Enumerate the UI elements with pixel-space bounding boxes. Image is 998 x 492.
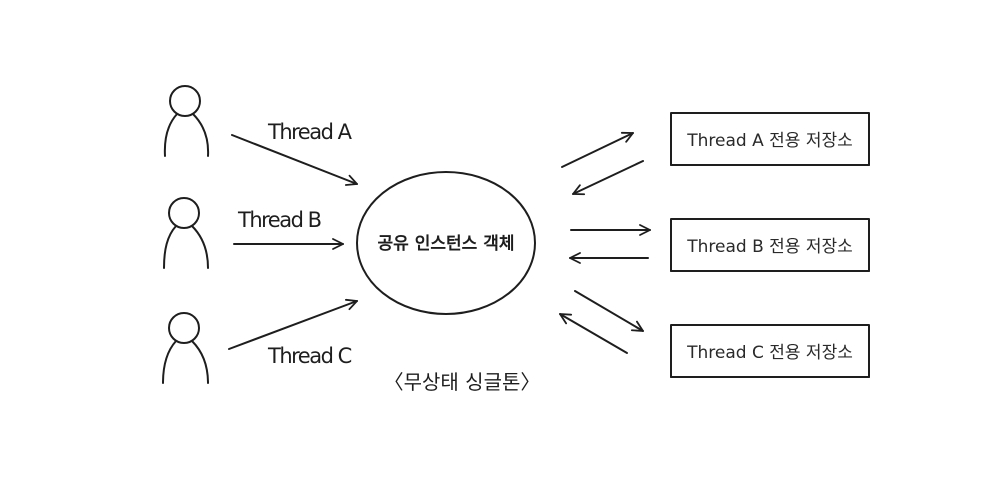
- storage-b-label: Thread B 전용 저장소: [686, 237, 853, 257]
- arrow-thread-a-to-instance: [231, 134, 358, 186]
- shared-instance-ellipse: [356, 171, 536, 315]
- user-icon-thread-b: [163, 197, 209, 269]
- arrow-storage-c-to-instance: [559, 313, 628, 354]
- user-icon-thread-a: [163, 85, 210, 157]
- diagram-caption: 〈무상태 싱글톤〉: [384, 370, 541, 394]
- arrow-storage-a-to-instance: [572, 160, 644, 196]
- user-icon-thread-c: [162, 312, 209, 384]
- storage-a-label: Thread A 전용 저장소: [686, 131, 852, 151]
- arrow-instance-to-storage-c: [574, 290, 644, 332]
- storage-box-thread-c: Thread C 전용 저장소: [670, 324, 870, 378]
- shared-instance-label: 공유 인스턴스 객체: [378, 234, 515, 254]
- arrow-thread-c-to-instance: [228, 298, 358, 350]
- thread-b-label: Thread B: [237, 208, 321, 232]
- thread-a-label: Thread A: [267, 120, 353, 144]
- storage-box-thread-a: Thread A 전용 저장소: [670, 112, 870, 166]
- arrow-instance-to-storage-a: [561, 131, 634, 168]
- storage-box-thread-b: Thread B 전용 저장소: [670, 218, 870, 272]
- thread-c-label: Thread C: [267, 344, 352, 368]
- storage-c-label: Thread C 전용 저장소: [686, 343, 853, 363]
